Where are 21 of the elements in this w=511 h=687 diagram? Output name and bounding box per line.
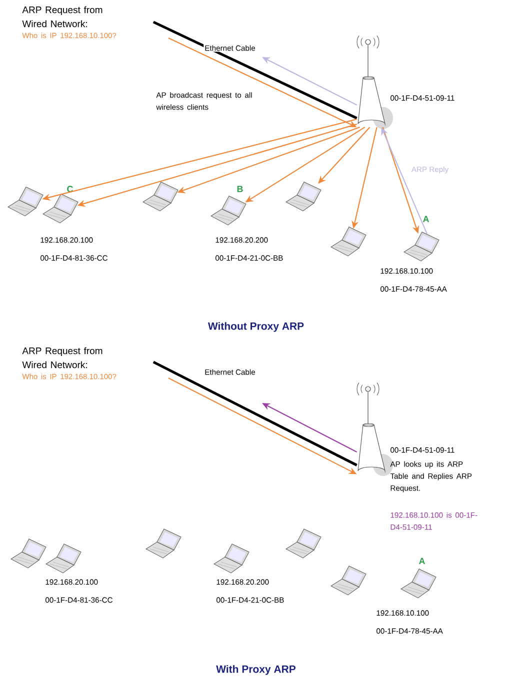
laptop-drawing (400, 568, 436, 598)
laptop-drawing (142, 182, 178, 212)
letter-label: A (418, 558, 426, 564)
laptop-drawing (286, 528, 322, 558)
panel-title: Without Proxy ARP (208, 322, 304, 332)
laptop-drawing (286, 182, 322, 212)
laptop-drawing (8, 186, 44, 216)
letter-label: A (422, 216, 430, 222)
laptop-drawing (330, 566, 366, 596)
laptop-drawing (214, 544, 250, 574)
laptop-drawing (46, 544, 82, 574)
laptop-drawing (10, 538, 46, 568)
laptop-drawing (210, 196, 246, 226)
laptop-drawing (42, 194, 78, 224)
cable-line (152, 20, 358, 120)
panel-title: With Proxy ARP (216, 665, 296, 675)
letter-label: B (237, 186, 243, 192)
laptop-drawing (146, 528, 182, 558)
cable-line (152, 360, 358, 466)
laptop-drawing (404, 232, 440, 262)
laptop-drawing (330, 226, 366, 256)
